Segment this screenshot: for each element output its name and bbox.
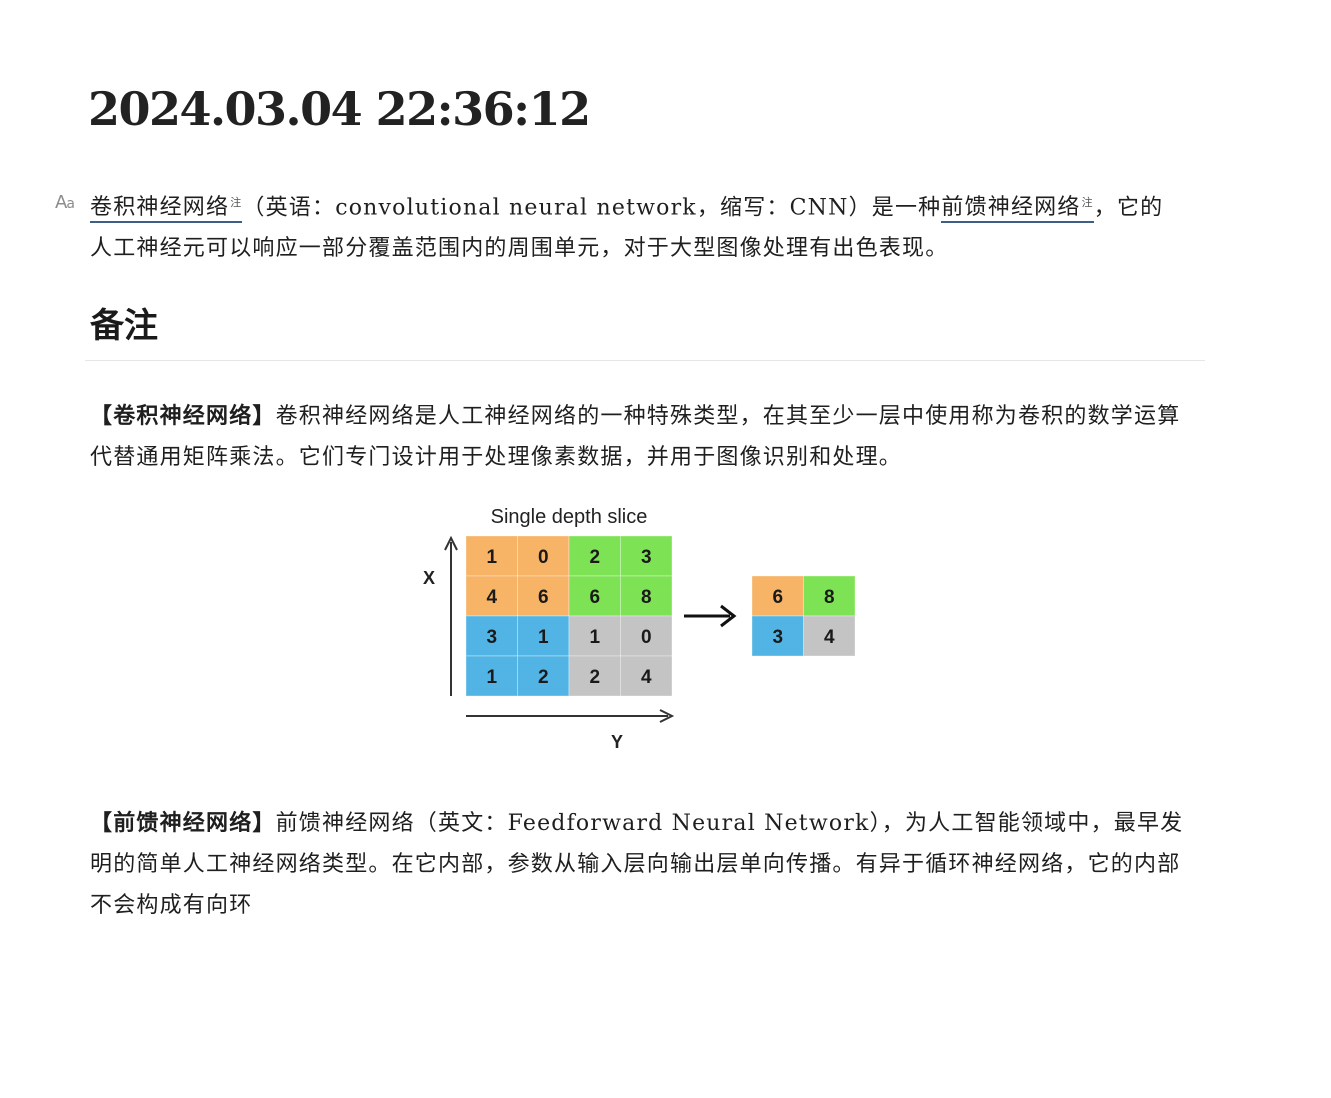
note-text: 卷积神经网络是人工神经网络的一种特殊类型，在其至少一层中使用称为卷积的数学运算代… [90, 404, 1181, 470]
section-divider [85, 360, 1205, 361]
output-grid: 6 8 3 4 [751, 575, 856, 657]
input-cell-value: 4 [486, 587, 497, 608]
y-axis-label: Y [611, 732, 623, 752]
page-title: 2024.03.04 22:36:12 [88, 82, 591, 136]
output-cell-value: 3 [772, 627, 783, 648]
output-cell-value: 4 [824, 627, 835, 648]
input-cell-value: 4 [641, 667, 652, 688]
output-cell [751, 575, 804, 617]
figure-title: Single depth slice [491, 506, 648, 528]
input-cell [568, 655, 621, 697]
note-marker[interactable]: 注 [230, 196, 243, 209]
output-cell [803, 615, 856, 657]
note-label: 【前馈神经网络】 [90, 810, 276, 836]
note-label: 【卷积神经网络】 [90, 403, 276, 429]
input-cell [568, 615, 621, 657]
input-cell [620, 535, 673, 577]
note-text: 前馈神经网络（英文：Feedforward Neural Network），为人… [90, 811, 1184, 918]
x-axis-label: X [423, 568, 435, 588]
input-cell-value: 3 [641, 547, 652, 568]
input-cell-value: 1 [486, 667, 497, 688]
term-link-cnn[interactable]: 卷积神经网络注 [90, 195, 243, 224]
note-cnn: 【卷积神经网络】卷积神经网络是人工神经网络的一种特殊类型，在其至少一层中使用称为… [90, 396, 1185, 478]
input-cell-value: 3 [486, 627, 497, 648]
input-cell-value: 2 [538, 667, 549, 688]
note-marker[interactable]: 注 [1081, 196, 1094, 209]
output-cell-value: 8 [824, 587, 835, 608]
input-cell-value: 1 [589, 627, 600, 648]
input-cell [517, 615, 570, 657]
input-cell [465, 655, 518, 697]
section-heading-notes: 备注 [90, 306, 158, 346]
input-cell-value: 2 [589, 547, 600, 568]
output-cell [803, 575, 856, 617]
pooling-arrow-icon [720, 604, 737, 628]
input-cell-value: 6 [589, 587, 600, 608]
intro-text-1: （英语：convolutional neural network，缩写：CNN）… [242, 195, 942, 221]
input-cell-value: 0 [641, 627, 652, 648]
input-cell [620, 655, 673, 697]
term-link-feedforward[interactable]: 前馈神经网络注 [941, 195, 1094, 224]
input-grid: 1 0 2 3 4 6 6 8 3 1 1 0 1 2 2 4 [465, 535, 673, 697]
input-cell-value: 1 [538, 627, 549, 648]
input-cell [620, 615, 673, 657]
input-cell [465, 535, 518, 577]
input-cell-value: 6 [538, 587, 549, 608]
input-cell [568, 575, 621, 617]
input-cell [465, 615, 518, 657]
input-cell [620, 575, 673, 617]
input-cell-value: 2 [589, 667, 600, 688]
input-cell-value: 0 [538, 547, 549, 568]
input-cell-value: 1 [486, 547, 497, 568]
intro-text-2: ，它的人工神经元可以响应一部分覆盖范围内的周围单元，对于大型图像处理有出色表现。 [90, 195, 1164, 262]
font-style-icon[interactable]: Aa [55, 192, 75, 213]
y-axis-arrowhead [659, 709, 675, 723]
input-cell [517, 535, 570, 577]
intro-paragraph: 卷积神经网络注（英语：convolutional neural network，… [90, 182, 1185, 269]
output-cell-value: 6 [772, 587, 783, 608]
input-cell-value: 8 [641, 587, 652, 608]
input-cell [517, 655, 570, 697]
x-axis-arrowhead [444, 535, 458, 551]
note-feedforward: 【前馈神经网络】前馈神经网络（英文：Feedforward Neural Net… [90, 803, 1185, 926]
